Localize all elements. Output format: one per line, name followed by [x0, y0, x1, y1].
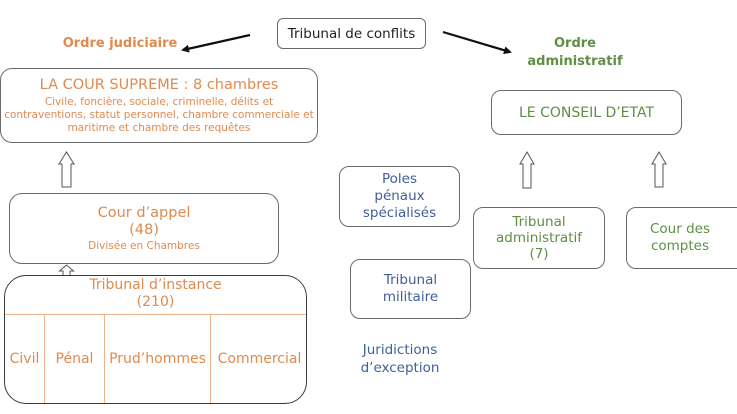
heading-ordre-judiciaire: Ordre judiciaire [62, 36, 178, 51]
label-line: Juridictions [362, 342, 438, 358]
section-prudhommes: Prud’hommes [109, 350, 206, 367]
section-civil: Civil [9, 350, 40, 367]
heading-ordre-administratif: Ordre administratif [520, 35, 630, 71]
cc-line: Cour des [650, 221, 710, 237]
juridictions-exception-label: Juridictions d’exception [355, 341, 445, 377]
up-arrow-icon [651, 151, 667, 188]
ta-line: Tribunal [512, 214, 566, 230]
divider [44, 314, 45, 403]
tribunal-de-conflits-label: Tribunal de conflits [287, 25, 416, 42]
cour-supreme-details: Civile, foncière, sociale, criminelle, d… [4, 96, 314, 135]
militaire-line: Tribunal [383, 272, 438, 288]
poles-line: pénaux [374, 188, 425, 204]
tribunal-instance-count: (210) [136, 294, 175, 310]
cour-appel-title: Cour d’appel [97, 204, 191, 221]
militaire-line: militaire [382, 289, 439, 305]
tribunal-instance-header: Tribunal d’instance (210) [5, 277, 306, 314]
cour-des-comptes-box: Cour des comptes [626, 207, 737, 269]
tribunal-instance-title: Tribunal d’instance [89, 277, 222, 293]
details-line: Civile, foncière, sociale, criminelle, d… [44, 96, 274, 108]
tribunal-instance-box: Tribunal d’instance (210) Civil Pénal Pr… [4, 275, 307, 404]
divider [5, 314, 306, 315]
section-penal: Pénal [55, 350, 94, 367]
tribunal-de-conflits-box: Tribunal de conflits [277, 18, 426, 49]
ta-line: administratif [496, 230, 582, 246]
ta-count: (7) [529, 246, 549, 262]
up-arrow-icon [58, 264, 75, 275]
heading-line: Ordre [554, 36, 596, 51]
details-line: maritime et chambre des requêtes [67, 122, 251, 134]
poles-line: spécialisés [362, 205, 437, 221]
section-commercial: Commercial [217, 350, 302, 367]
tribunal-militaire-box: Tribunal militaire [350, 259, 471, 319]
divider [104, 314, 105, 403]
conseil-etat-title: LE CONSEIL D’ETAT [518, 104, 655, 121]
cour-supreme-box: LA COUR SUPREME : 8 chambres Civile, fon… [0, 68, 318, 143]
cc-line: comptes [650, 238, 710, 254]
cour-appel-box: Cour d’appel (48) Divisée en Chambres [9, 193, 279, 264]
arrow-to-judiciaire [181, 33, 251, 53]
arrow-to-administratif [442, 30, 512, 55]
up-arrow-icon [58, 151, 75, 188]
poles-line: Poles [381, 171, 417, 187]
details-line: contraventions, statut personnel, chambr… [4, 109, 314, 121]
divider [210, 314, 211, 403]
up-arrow-icon [519, 151, 535, 189]
cour-appel-note: Divisée en Chambres [88, 239, 200, 252]
cour-supreme-title: LA COUR SUPREME : 8 chambres [39, 77, 279, 93]
label-line: d’exception [360, 360, 440, 376]
tribunal-administratif-box: Tribunal administratif (7) [473, 207, 605, 269]
heading-line: administratif [527, 54, 623, 69]
conseil-etat-box: LE CONSEIL D’ETAT [491, 90, 682, 135]
poles-penaux-box: Poles pénaux spécialisés [339, 166, 460, 227]
cour-appel-count: (48) [129, 221, 159, 238]
